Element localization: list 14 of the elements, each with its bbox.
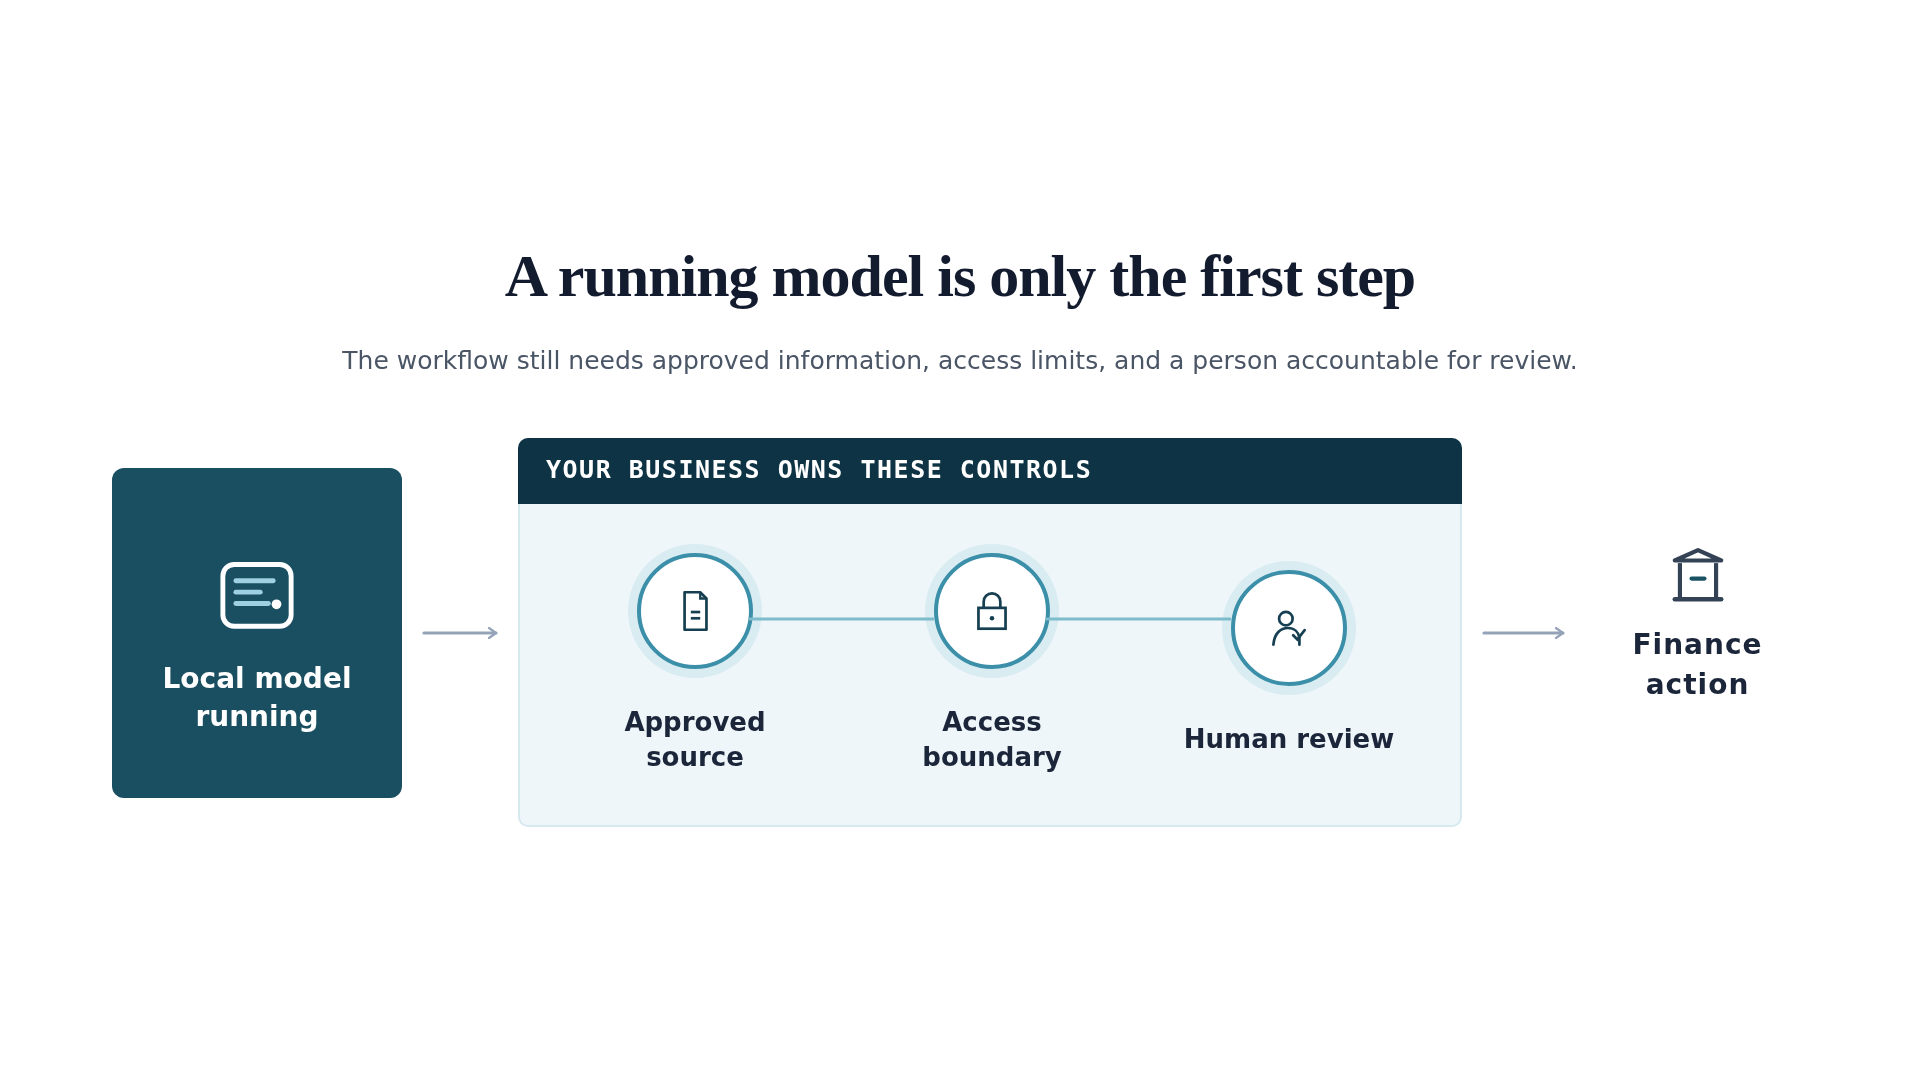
node-label: Finance action	[1631, 627, 1764, 703]
tile-label: Local model running	[161, 661, 353, 735]
step-label: Access boundary	[921, 706, 1063, 774]
connector-line	[748, 617, 935, 621]
arrow	[1482, 626, 1565, 640]
subtitle: The workflow still needs approved information, access limits, and a person accountable for review.	[341, 346, 1579, 375]
model-tile	[112, 468, 402, 798]
arrow	[422, 626, 498, 640]
step-label: Human review	[1182, 723, 1396, 756]
step-label: Approved source	[623, 706, 767, 774]
connector-line	[1045, 617, 1232, 621]
controls-panel	[518, 438, 1462, 827]
title: A running model is only the first step	[503, 242, 1417, 311]
panel-header: YOUR BUSINESS OWNS THESE CONTROLS	[518, 438, 1462, 504]
